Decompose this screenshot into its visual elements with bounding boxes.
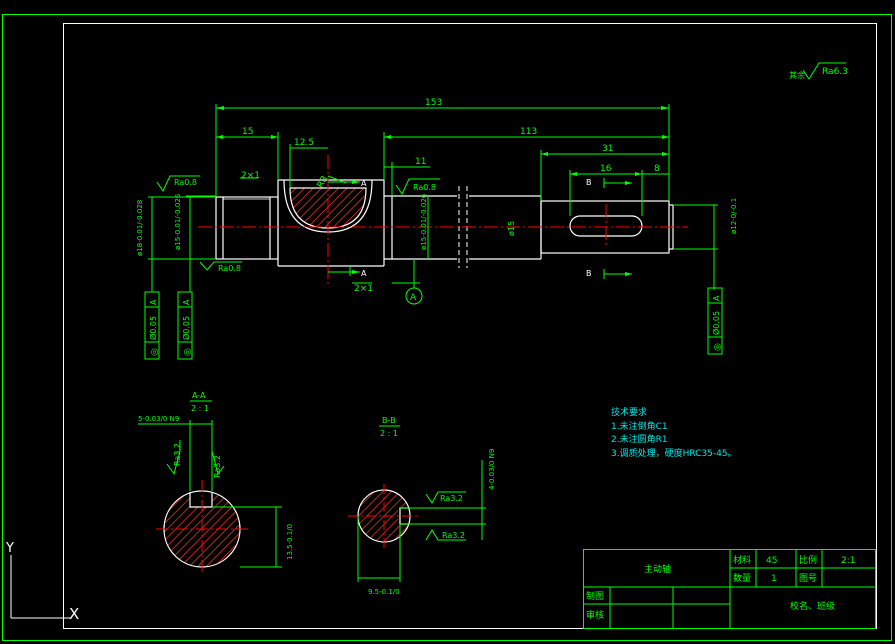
- roughness-marks: [156, 175, 440, 271]
- tb-drawing-no-label: 图号: [799, 573, 817, 584]
- tb-drawn-label: 制图: [586, 590, 604, 602]
- tol-value-2: Ø0.05: [181, 316, 191, 340]
- dim-length-113: 113: [520, 127, 537, 137]
- tb-scale-label: 比例: [799, 554, 817, 566]
- tb-school-label: 校名、班级: [790, 600, 835, 612]
- datum-circle: [405, 287, 423, 305]
- ucs-icon: [10, 555, 70, 619]
- tolerance-frame-3: A Ø0.05 ◎: [707, 287, 723, 355]
- datum-label: A: [410, 293, 417, 303]
- section-aa-depth: 13.5-0.1/0: [286, 524, 294, 560]
- ucs-x-label: X: [69, 605, 79, 623]
- tol-value-3: Ø0.05: [711, 311, 721, 335]
- tol-value-1: Ø0.05: [148, 316, 158, 340]
- dim-length-31: 31: [602, 144, 613, 154]
- section-mark-b-bottom: B: [586, 269, 592, 278]
- tolerance-frame-2: A Ø0.05 ◎: [177, 291, 193, 360]
- dim-dia-15-left: ø15-0.01/-0.026: [174, 193, 182, 250]
- section-aa-title: A-A: [192, 391, 206, 400]
- section-mark-b-top: B: [586, 178, 592, 187]
- tb-quantity-value: 1: [771, 574, 777, 584]
- dimension-arrows: [216, 106, 669, 276]
- dim-length-8: 8: [654, 164, 660, 174]
- tb-checked-label: 审核: [586, 609, 604, 621]
- tb-material-value: 45: [766, 556, 777, 566]
- dimension-texts: 153 15 12.5 113 31 11 16 8 R8 2×1 2×1 ø1…: [136, 98, 738, 294]
- tol-datum-1: A: [149, 299, 158, 305]
- dim-dia-right: ø12-0/-0.1: [730, 198, 738, 234]
- centerlines: [198, 155, 688, 285]
- section-aa-width: 5-0.03/0 N9: [138, 415, 179, 423]
- ra-left-bottom: Ra0.8: [218, 264, 241, 273]
- tech-req-title: 技术要求: [611, 406, 647, 418]
- section-mark-a-bottom: A: [361, 269, 367, 278]
- tb-quantity-label: 数量: [733, 572, 751, 584]
- section-bb-title: B-B: [382, 416, 396, 425]
- section-aa: A-A 2 : 1 5-0.03/0 N9 Ra3.2 Ra3.2 13.5-0…: [138, 391, 294, 575]
- title-block: [583, 549, 876, 629]
- technical-requirements: 技术要求 1.未注倒角C1 2.未注圆角R1 3.调质处理，硬度HRC35-45…: [611, 406, 737, 459]
- section-bb-depth: 9.5-0.1/0: [368, 588, 400, 596]
- ra-left-top: Ra0.8: [174, 178, 197, 187]
- ucs-y-label: Y: [5, 541, 14, 556]
- dim-dia-15-center: ø15: [507, 221, 516, 236]
- surface-finish-other: 其余 Ra6.3: [789, 62, 848, 80]
- tech-req-item-2: 2.未注圆角R1: [611, 433, 668, 445]
- dim-length-11: 11: [415, 157, 426, 167]
- dim-dia-15-mid: ø15-0.01/-0.026: [420, 193, 428, 250]
- section-aa-ra-right: Ra3.2: [213, 455, 222, 478]
- tb-part-name: 主动轴: [644, 563, 671, 575]
- tol-symbol-1: ◎: [150, 348, 160, 356]
- section-mark-a-top: A: [361, 179, 367, 188]
- title-block-texts: 主动轴 材料 45 比例 2:1 数量 1 图号 制图 审核 校名、班级: [586, 554, 855, 621]
- tol-symbol-2: ◎: [183, 348, 193, 356]
- outer-frame: [2, 14, 892, 641]
- dim-dia-left: ø18-0.01/-0.028: [136, 200, 144, 256]
- tech-req-item-1: 1.未注倒角C1: [611, 420, 668, 432]
- tol-datum-2: A: [182, 299, 191, 305]
- tb-scale-value: 2:1: [841, 556, 855, 566]
- surface-finish-label: 其余: [789, 70, 805, 80]
- section-bb-ra-bottom: Ra3.2: [442, 531, 465, 540]
- tech-req-item-3: 3.调质处理，硬度HRC35-45。: [611, 447, 737, 459]
- dim-total-length: 153: [425, 98, 442, 108]
- section-bb-scale: 2 : 1: [380, 429, 398, 438]
- dim-length-12-5: 12.5: [294, 138, 314, 148]
- surface-finish-value: Ra6.3: [822, 67, 848, 77]
- tb-material-label: 材料: [733, 554, 751, 566]
- dim-length-16: 16: [600, 164, 612, 174]
- section-bb: B-B 2 : 1 Ra3.2 Ra3.2 4-0.03/0 N9 9.5-0.…: [348, 416, 496, 596]
- ra-mid: Ra0.8: [413, 183, 436, 192]
- section-aa-scale: 2 : 1: [191, 404, 209, 413]
- tol-symbol-3: ◎: [713, 343, 723, 351]
- drawing-border: [63, 23, 877, 629]
- dim-length-15: 15: [242, 127, 253, 137]
- section-aa-ra-left: Ra3.2: [173, 443, 182, 466]
- section-bb-ra-top: Ra3.2: [440, 494, 463, 503]
- section-bb-width: 4-0.03/0 N9: [488, 449, 496, 490]
- dim-chamfer-bottom: 2×1: [354, 284, 373, 294]
- tol-datum-3: A: [712, 295, 721, 301]
- dim-chamfer-top: 2×1: [241, 171, 260, 181]
- tolerance-frame-1: A Ø0.05 ◎: [144, 291, 160, 360]
